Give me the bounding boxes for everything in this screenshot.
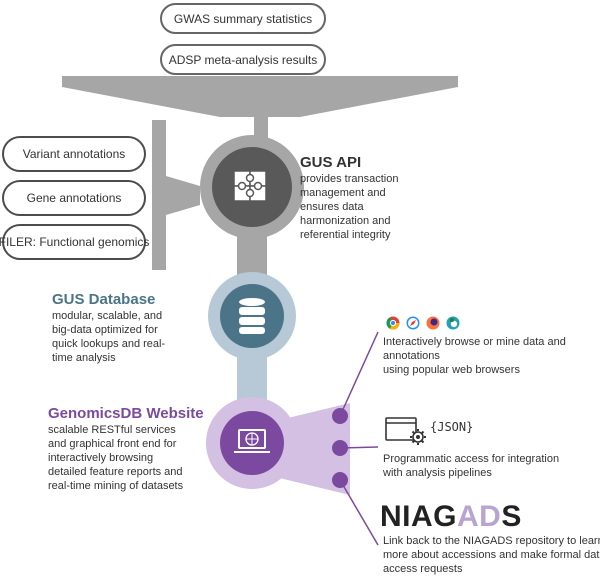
database-icon	[239, 298, 265, 334]
gus-api-line: harmonization and	[300, 215, 391, 227]
firefox-icon	[426, 316, 440, 330]
browsers-description: Interactively browse or mine data and an…	[383, 335, 566, 377]
input-adsp-meta: ADSP meta-analysis results	[160, 44, 326, 75]
input-variant-annotations: Variant annotations	[2, 136, 146, 172]
genomicsdb-line: real-time mining of datasets	[48, 480, 184, 492]
niagads-logo-accent: AD	[457, 500, 502, 533]
gus-database-line: time analysis	[52, 352, 116, 364]
input-gwas-summary: GWAS summary statistics	[160, 3, 326, 34]
browsers-line: Interactively browse or mine data and	[383, 336, 566, 348]
puzzle-icon	[233, 170, 267, 202]
top-funnel	[62, 76, 458, 143]
edge-icon	[446, 316, 460, 330]
gus-api-line: management and	[300, 187, 386, 199]
gus-api-line: ensures data	[300, 201, 364, 213]
chrome-icon	[386, 316, 400, 330]
niagads-logo-part: NIAG	[380, 500, 457, 533]
gus-database-line: quick lookups and real-	[52, 338, 166, 350]
genomicsdb-line: interactively browsing	[48, 452, 154, 464]
browsers-line: using popular web browsers	[383, 364, 520, 376]
input-gene-annotations: Gene annotations	[2, 180, 146, 216]
browsers-line: annotations	[383, 350, 440, 362]
api-description: Programmatic access for integration with…	[383, 452, 559, 480]
api-line: with analysis pipelines	[383, 467, 492, 479]
niagads-description: Link back to the NIAGADS repository to l…	[383, 534, 600, 576]
genomicsdb-line: detailed feature reports and	[48, 466, 183, 478]
gus-api-line: referential integrity	[300, 229, 391, 241]
gus-api-line: provides transaction	[300, 173, 399, 185]
safari-icon	[406, 316, 420, 330]
json-badge: {JSON}	[430, 420, 474, 434]
left-funnel	[152, 120, 200, 270]
api-line: Programmatic access for integration	[383, 453, 560, 465]
genomicsdb-description: scalable RESTful services and graphical …	[48, 423, 183, 493]
window-gear-icon	[385, 417, 426, 445]
gus-database-line: modular, scalable, and	[52, 310, 163, 322]
genomicsdb-title: GenomicsDB Website	[48, 405, 204, 422]
gus-database-line: big-data optimized for	[52, 324, 158, 336]
niagads-logo-part: S	[501, 500, 522, 533]
niagads-line: access requests	[383, 563, 463, 575]
connector-dot-niagads	[332, 472, 348, 488]
input-filer: FILER: Functional genomics	[0, 224, 149, 260]
genomicsdb-line: and graphical front end for	[48, 438, 177, 450]
connector-dot-browsers	[332, 408, 348, 424]
laptop-globe-icon	[234, 429, 270, 453]
gus-api-description: provides transaction management and ensu…	[300, 172, 398, 242]
niagads-line: Link back to the NIAGADS repository to l…	[383, 535, 600, 547]
gus-api-title: GUS API	[300, 154, 362, 171]
gus-database-description: modular, scalable, and big-data optimize…	[52, 309, 165, 365]
connector-dot-api	[332, 440, 348, 456]
gus-database-title: GUS Database	[52, 291, 156, 308]
gus-db-node	[220, 284, 284, 348]
genomicsdb-line: scalable RESTful services	[48, 424, 176, 436]
niagads-logo: NIAGADS	[380, 500, 522, 534]
niagads-line: more about accessions and make formal da…	[383, 549, 600, 561]
